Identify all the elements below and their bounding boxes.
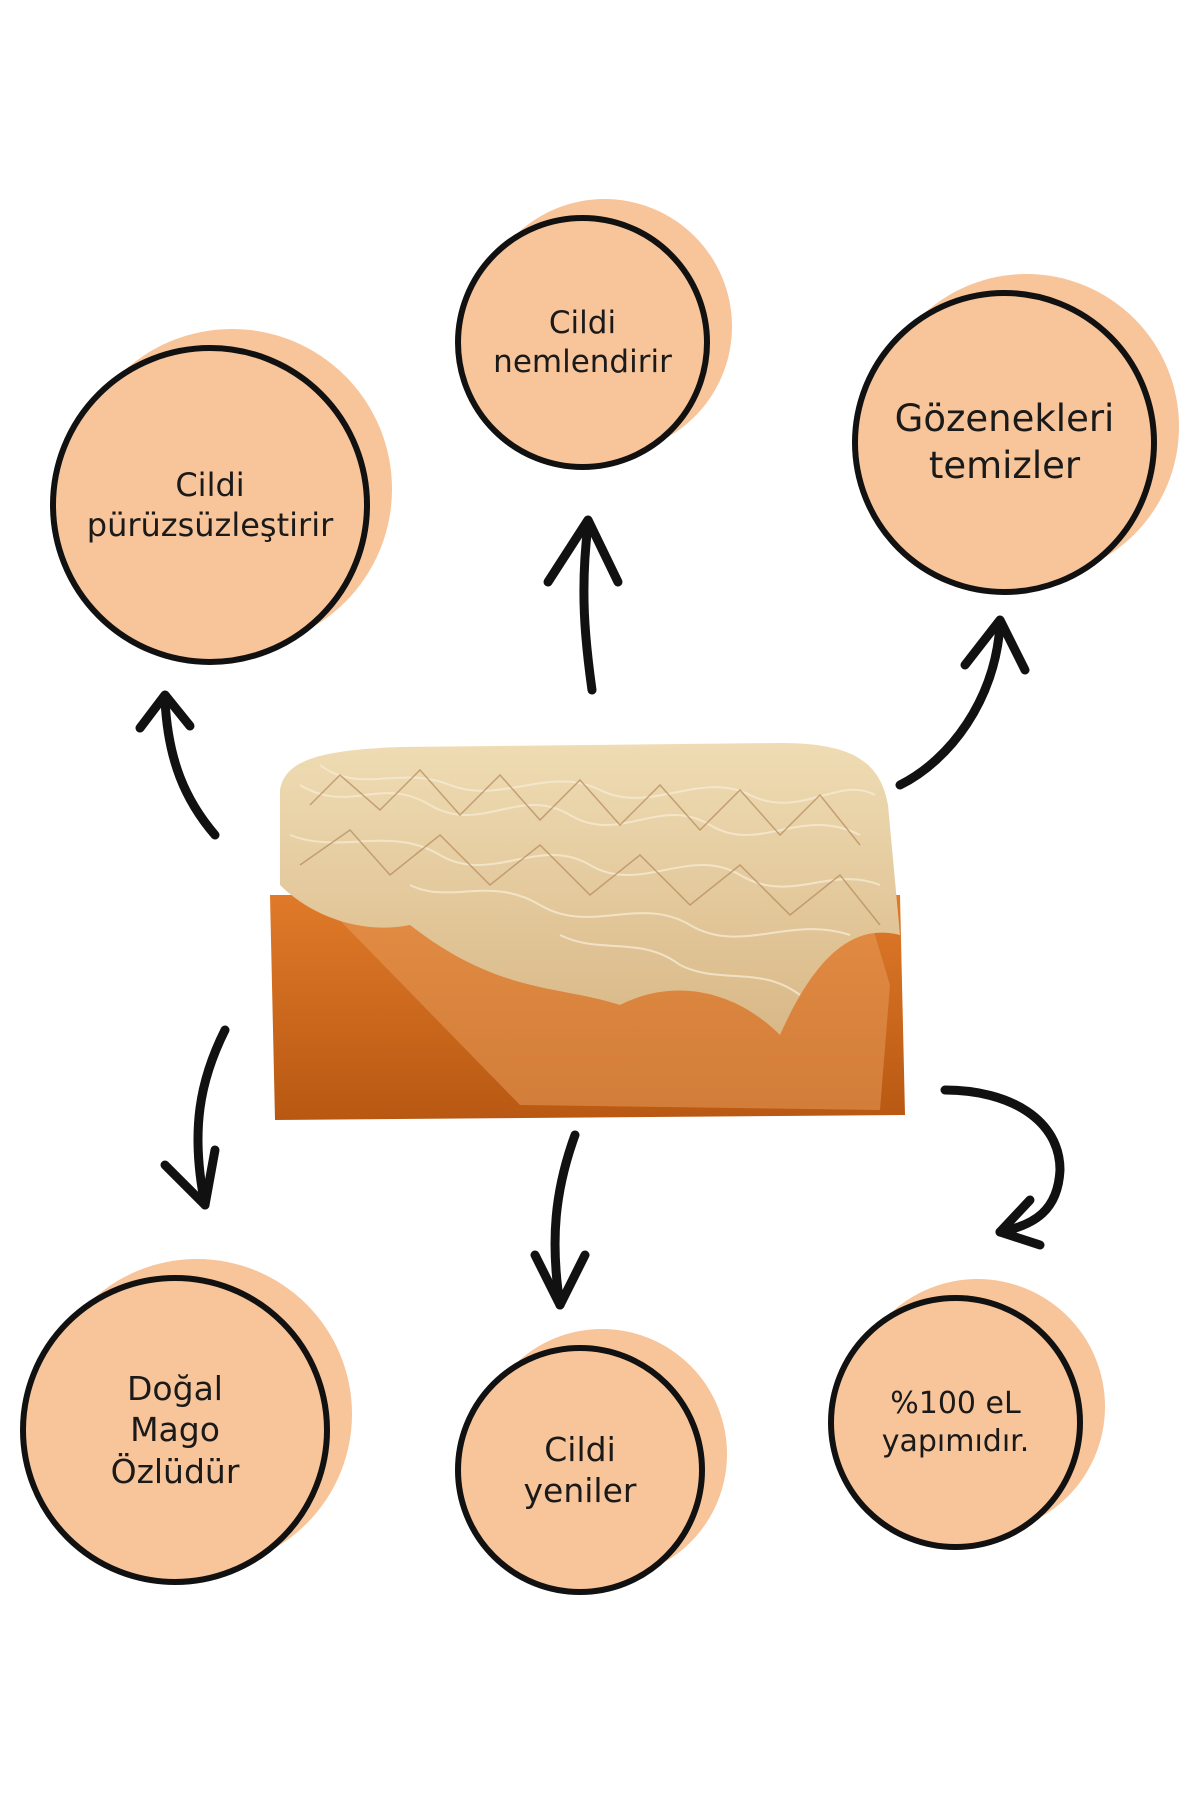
loofah-soap-illustration	[270, 743, 905, 1120]
arrow-icon	[550, 1130, 580, 1310]
arrow-icon	[543, 515, 623, 587]
arrow-icon	[895, 620, 1005, 790]
badge-ring: %100 eL yapımıdır.	[828, 1295, 1083, 1550]
benefit-label: Cildi pürüzsüzleştirir	[86, 466, 334, 544]
arrow-icon	[940, 1085, 1065, 1237]
arrow-icon	[160, 695, 220, 840]
benefit-label: Gözenekleri temizler	[894, 397, 1115, 487]
benefit-label: Doğal Mago Özlüdür	[110, 1369, 240, 1491]
arrow-icon	[530, 1250, 590, 1310]
arrow-icon	[160, 1145, 220, 1210]
arrow-icon	[579, 520, 597, 695]
arrow-icon	[960, 615, 1030, 675]
arrow-icon	[193, 1025, 230, 1210]
badge-ring: Cildi pürüzsüzleştirir	[50, 345, 370, 665]
badge-ring: Gözenekleri temizler	[852, 290, 1157, 595]
benefit-label: %100 eL yapımıdır.	[881, 1386, 1030, 1459]
badge-ring: Doğal Mago Özlüdür	[20, 1275, 330, 1585]
arrow-icon	[995, 1195, 1045, 1250]
badge-ring: Cildi yeniler	[455, 1345, 705, 1595]
benefit-label: Cildi nemlendirir	[493, 304, 672, 380]
benefit-label: Cildi yeniler	[523, 1429, 637, 1510]
badge-ring: Cildi nemlendirir	[455, 215, 710, 470]
arrow-icon	[135, 690, 195, 733]
